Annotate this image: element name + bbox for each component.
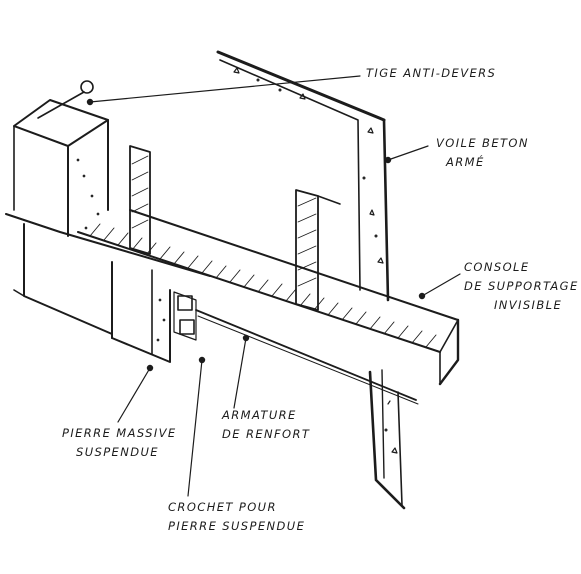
label-line: INVISIBLE (494, 298, 563, 312)
label-line: PIERRE MASSIVE (62, 426, 177, 440)
label-line: SUSPENDUE (76, 445, 159, 459)
label-line: TIGE ANTI-DEVERS (366, 66, 497, 80)
label-crochet-pierre: CROCHET POUR PIERRE SUSPENDUE (168, 498, 305, 536)
label-pierre-suspendue: PIERRE MASSIVE SUSPENDUE (62, 424, 177, 462)
reinforcement-bar (195, 309, 419, 405)
suspended-stone (5, 99, 211, 363)
support-console (77, 145, 460, 386)
label-line: PIERRE SUSPENDUE (168, 519, 306, 533)
label-armature-renfort: ARMATURE DE RENFORT (222, 406, 310, 444)
leader-crochet (187, 359, 203, 497)
label-line: CROCHET POUR (168, 500, 277, 514)
label-voile-beton: VOILE BETON ARMÉ (436, 134, 529, 172)
concrete-wall (216, 50, 406, 510)
label-line: DE RENFORT (222, 427, 311, 441)
label-console-supportage: CONSOLE DE SUPPORTAGE INVISIBLE (464, 258, 579, 315)
leader-voile (387, 145, 429, 161)
gusset-hatching-left (131, 155, 149, 229)
stone-stipple (76, 158, 166, 342)
concrete-speckles (233, 67, 398, 454)
console-hatching (89, 223, 437, 348)
label-line: CONSOLE (464, 260, 530, 274)
leader-armature (233, 337, 247, 409)
label-line: VOILE BETON (436, 136, 529, 150)
hook-lower (179, 319, 195, 335)
label-line: ARMÉ (446, 155, 485, 169)
label-line: ARMATURE (222, 408, 297, 422)
label-tige-anti-devers: TIGE ANTI-DEVERS (366, 64, 496, 83)
gusset-hatching-right (297, 197, 317, 287)
leader-tige (89, 75, 361, 103)
anti-tilt-rod (37, 80, 94, 119)
leader-console (421, 273, 461, 297)
leader-lines (86, 75, 461, 497)
leader-pierre (117, 367, 151, 423)
label-line: DE SUPPORTAGE (464, 279, 579, 293)
